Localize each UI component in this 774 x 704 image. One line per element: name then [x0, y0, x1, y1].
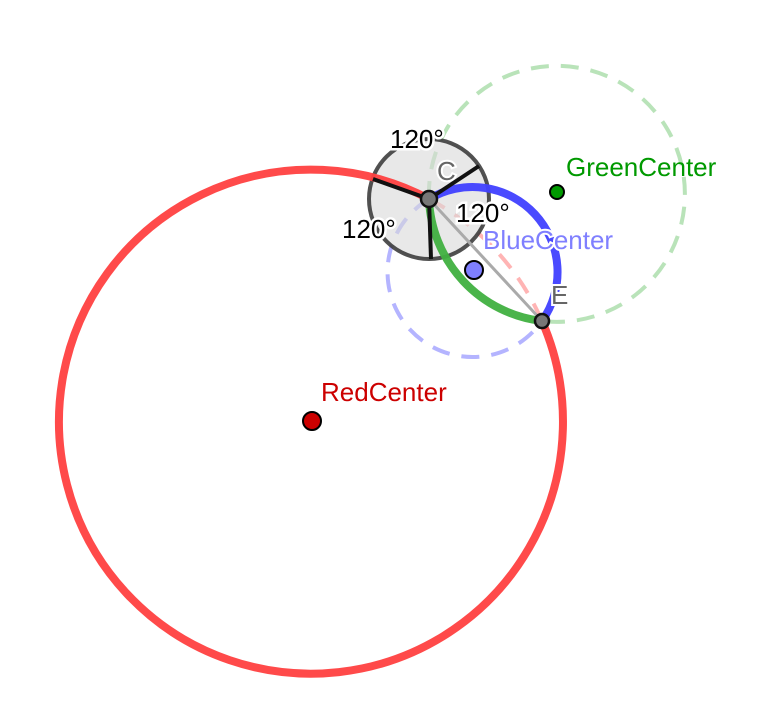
angle-label-right: 120°: [456, 198, 510, 228]
point-e[interactable]: [533, 312, 551, 330]
blue-center-label: BlueCenter: [483, 225, 613, 255]
angle-ray-down: [427, 198, 433, 260]
angle-ray-right: [427, 164, 481, 201]
green-arc[interactable]: [425, 198, 543, 325]
angle-ray-left: [372, 177, 430, 201]
blue-center-point[interactable]: [464, 260, 484, 280]
blue-arc[interactable]: [426, 183, 562, 324]
point-e-label: E: [551, 280, 568, 310]
point-c[interactable]: [419, 189, 439, 209]
green-circle-dashed[interactable]: [426, 63, 687, 324]
green-center-label: GreenCenter: [566, 152, 717, 182]
angle-label-left: 120°: [342, 214, 396, 244]
red-center-label: RedCenter: [321, 377, 447, 407]
angle-label-top: 120°: [390, 124, 444, 154]
green-center-point[interactable]: [549, 184, 565, 200]
red-center-point[interactable]: [302, 411, 322, 431]
point-c-label: C: [437, 156, 456, 186]
segment-ce[interactable]: [427, 197, 544, 323]
red-arc[interactable]: [54, 165, 567, 678]
